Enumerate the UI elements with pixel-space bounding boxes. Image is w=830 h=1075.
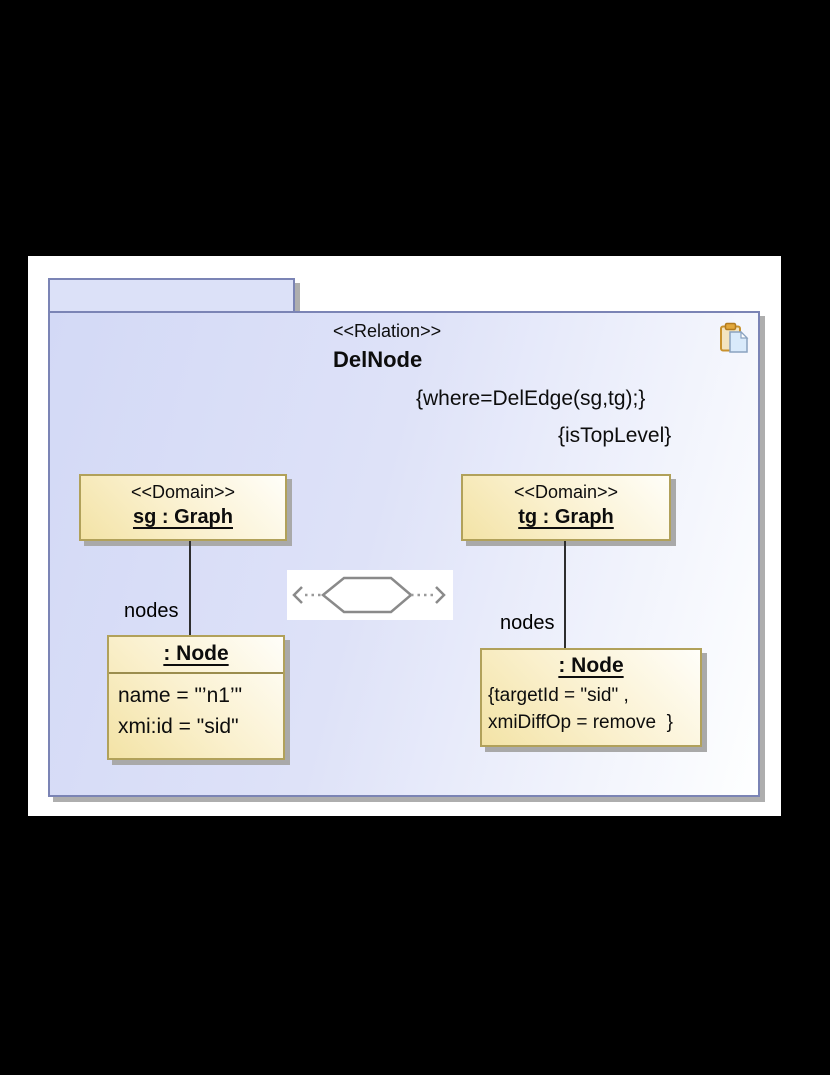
edge-tg-to-node[interactable] (564, 541, 566, 648)
relation-hexagon-symbol[interactable] (287, 570, 453, 620)
relation-stereotype-label: <<Relation>> (333, 321, 442, 341)
istoplevel-label: {isTopLevel} (558, 424, 672, 447)
edge-label-nodes-right: nodes (500, 612, 555, 634)
relation-package-tab[interactable] (48, 278, 295, 313)
domain-name-label: sg : Graph (132, 506, 233, 528)
attribute-line: name = "’n1’" (118, 684, 243, 707)
attribute-line: {targetId = "sid" , (488, 685, 629, 706)
domain-box-sg[interactable]: <<Domain>> sg : Graph (79, 474, 287, 541)
relation-name-label: DelNode (333, 347, 423, 372)
node-box-left[interactable]: : Node name = "’n1’" xmi:id = "sid" (107, 635, 285, 760)
node-attributes: {targetId = "sid" , xmiDiffOp = remove } (482, 678, 700, 736)
domain-box-tg[interactable]: <<Domain>> tg : Graph (461, 474, 671, 541)
attribute-line: xmiDiffOp = remove } (488, 712, 673, 733)
node-box-right[interactable]: : Node {targetId = "sid" , xmiDiffOp = r… (480, 648, 702, 747)
domain-stereotype-label: <<Domain>> (513, 482, 619, 502)
attribute-line: xmi:id = "sid" (118, 715, 239, 738)
where-clause-label: {where=DelEdge(sg,tg);} (416, 387, 646, 410)
edge-sg-to-node[interactable] (189, 541, 191, 635)
paste-clipboard-icon (720, 322, 749, 353)
node-attributes: name = "’n1’" xmi:id = "sid" (109, 674, 283, 742)
node-title-label: : Node (163, 642, 229, 665)
node-title-label: : Node (558, 654, 624, 677)
edge-label-nodes-left: nodes (124, 600, 179, 622)
hexagon-icon (292, 576, 446, 614)
domain-stereotype-label: <<Domain>> (130, 482, 236, 502)
domain-name-label: tg : Graph (518, 506, 614, 528)
node-header: : Node (109, 637, 283, 674)
